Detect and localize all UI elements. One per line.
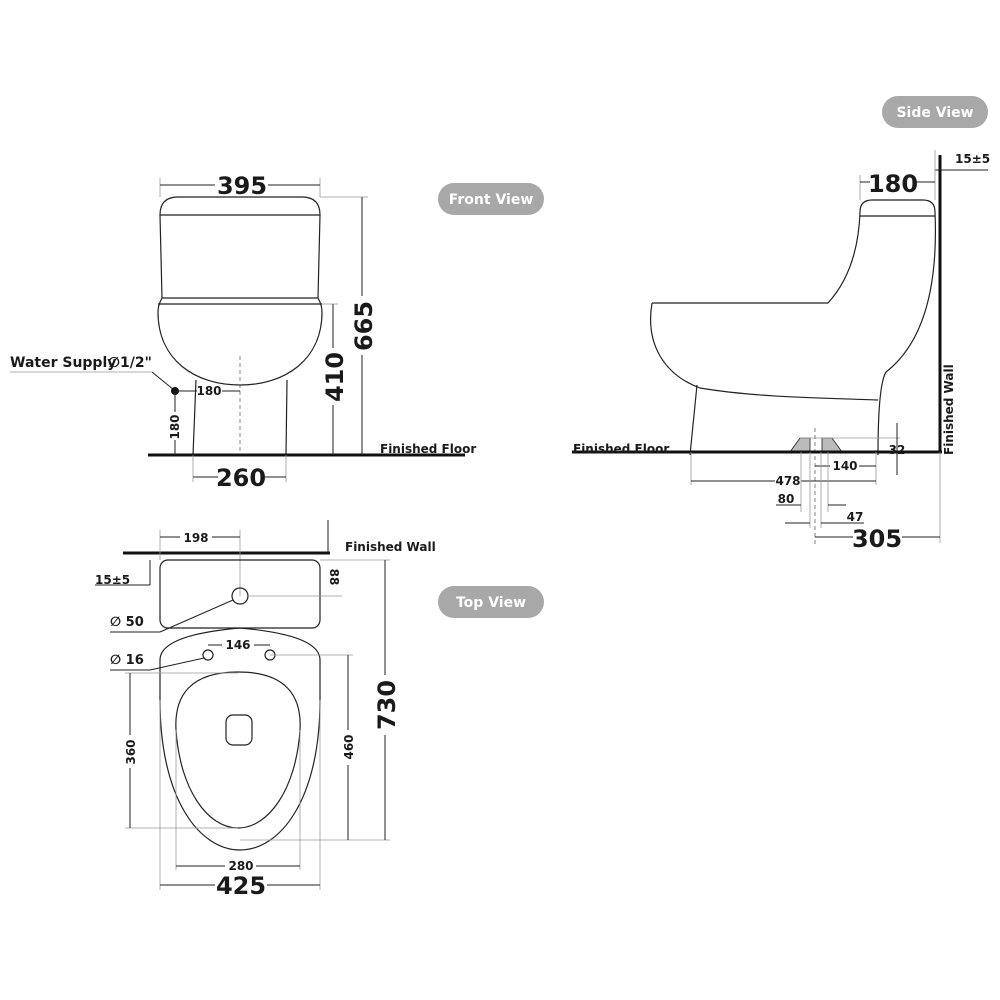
front-tank-lid <box>159 196 321 216</box>
dim-88: 88 <box>327 569 341 586</box>
dim-front-width: 395 <box>217 172 267 200</box>
top-view: Top View Finished Wall 198 15±5 88 146 ∅… <box>95 520 544 900</box>
dim-hole-16: ∅ 16 <box>110 653 144 668</box>
dim-seat-height: 410 <box>321 352 349 402</box>
dim-hole-50: ∅ 50 <box>110 615 144 630</box>
dim-460: 460 <box>342 734 356 759</box>
front-view-label: Front View <box>449 192 534 208</box>
dim-730: 730 <box>373 680 401 730</box>
water-supply-size: ∅1/2" <box>108 355 152 371</box>
dim-146: 146 <box>225 638 250 652</box>
side-view-badge <box>882 96 988 128</box>
dim-280: 280 <box>228 859 253 873</box>
side-floor-flange <box>789 437 843 453</box>
top-bowl <box>159 627 321 851</box>
side-tank-lid <box>859 199 936 213</box>
dim-side-wall-gap: 15±5 <box>955 152 990 166</box>
dim-flange-height: 32 <box>889 443 906 457</box>
front-tank <box>159 214 321 299</box>
top-wall-label: Finished Wall <box>345 540 436 554</box>
side-pedestal <box>689 384 698 456</box>
front-view-badge <box>438 183 544 215</box>
dim-rough-in: 305 <box>852 525 902 553</box>
top-view-badge <box>438 586 544 618</box>
side-wall-label: Finished Wall <box>942 364 956 455</box>
dim-base-width: 260 <box>216 464 266 492</box>
side-bowl <box>650 302 879 401</box>
dim-front-height: 665 <box>350 301 378 351</box>
side-floor-label: Finished Floor <box>573 442 669 456</box>
top-outlet <box>225 714 253 746</box>
dim-478: 478 <box>775 474 800 488</box>
dim-47: 47 <box>847 510 864 524</box>
front-pedestal <box>192 379 288 456</box>
side-view-label: Side View <box>896 105 973 121</box>
dim-supply-height: 180 <box>168 414 182 439</box>
water-supply-label: Water Supply <box>10 355 116 371</box>
dim-80: 80 <box>778 492 795 506</box>
dim-140: 140 <box>832 459 857 473</box>
seat-hinge-hole-left <box>202 649 214 661</box>
dim-425: 425 <box>216 872 266 900</box>
side-tank-front <box>652 211 861 304</box>
top-view-label: Top View <box>456 595 526 611</box>
front-floor-label: Finished Floor <box>380 442 476 456</box>
dim-360: 360 <box>124 739 138 764</box>
front-view: Front View Finished Floor 395 665 410 26… <box>10 172 544 492</box>
top-seat <box>175 671 301 829</box>
dim-198: 198 <box>183 531 208 545</box>
dim-supply-offset: 180 <box>196 384 221 398</box>
side-back <box>877 211 937 456</box>
dim-top-wall-gap: 15±5 <box>95 573 130 587</box>
side-view: Side View Finished Floor Finished Wall 1… <box>572 96 990 553</box>
dim-tank-depth: 180 <box>868 170 918 198</box>
